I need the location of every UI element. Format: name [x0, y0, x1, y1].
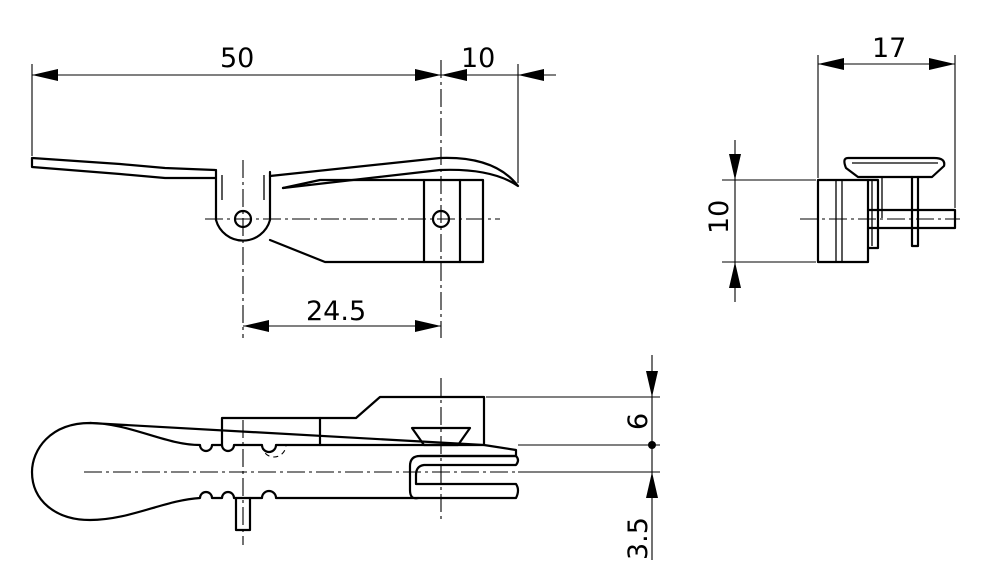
dimension-3-5-label: 3.5 — [623, 517, 654, 560]
arrow-24-5-left — [243, 320, 269, 332]
top-view: 50 10 24.5 — [30, 43, 556, 338]
side-body — [816, 178, 870, 264]
side-leg-inner — [871, 177, 883, 246]
base-outline — [268, 178, 485, 264]
fork-upper-tine — [414, 454, 520, 477]
bottom-body — [220, 395, 486, 447]
side-leg-left — [866, 178, 880, 250]
arrow-side-10-top — [729, 154, 741, 180]
fork-lower-tine — [414, 473, 520, 500]
side-lever-disk — [843, 156, 946, 179]
arrow-3-5 — [646, 472, 658, 498]
lever-plan-outline — [30, 421, 518, 522]
bottom-view: 6 3.5 — [30, 355, 660, 560]
dimension-24-5-label: 24.5 — [306, 296, 366, 327]
arrow-6-top — [646, 371, 658, 397]
side-leg-right — [910, 175, 920, 248]
arrow-17-left — [818, 58, 844, 70]
arrow-side-10-bottom — [729, 262, 741, 288]
lever-outline — [30, 156, 520, 190]
hidden-hole — [261, 444, 287, 458]
dimension-10-label: 10 — [461, 43, 495, 74]
dimension-17-label: 17 — [872, 33, 906, 64]
side-body-groove — [835, 180, 843, 262]
arrow-50-right — [415, 69, 441, 81]
dimension-6-label: 6 — [623, 413, 654, 430]
arrow-10-left — [441, 69, 467, 81]
arrow-24-5-right — [415, 320, 441, 332]
hinge-lug-inner — [221, 175, 265, 200]
side-view: 17 10 — [704, 33, 960, 302]
arrow-50-left — [32, 69, 58, 81]
dimension-side-10-label: 10 — [704, 200, 735, 234]
bottom-screw — [410, 426, 472, 447]
dimension-50-label: 50 — [220, 43, 254, 74]
arrow-17-right — [929, 58, 955, 70]
arrow-10-right — [518, 69, 544, 81]
